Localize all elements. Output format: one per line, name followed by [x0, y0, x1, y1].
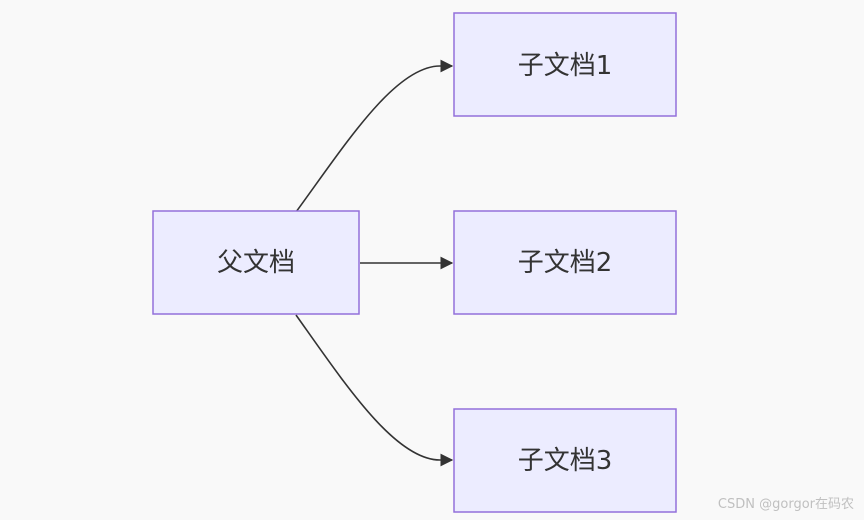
edge-parent-to-child3: [295, 314, 454, 467]
node-child3: 子文档3: [453, 408, 677, 513]
node-parent: 父文档: [152, 210, 360, 315]
node-child1: 子文档1: [453, 12, 677, 117]
node-child1-label: 子文档1: [518, 51, 613, 81]
node-child3-label: 子文档3: [518, 446, 613, 476]
node-parent-label: 父文档: [217, 248, 295, 278]
watermark-text: CSDN @gorgor在码农: [717, 497, 854, 512]
edge-parent-to-child1: [295, 59, 454, 213]
node-child2-label: 子文档2: [518, 248, 613, 278]
node-child2: 子文档2: [453, 210, 677, 315]
